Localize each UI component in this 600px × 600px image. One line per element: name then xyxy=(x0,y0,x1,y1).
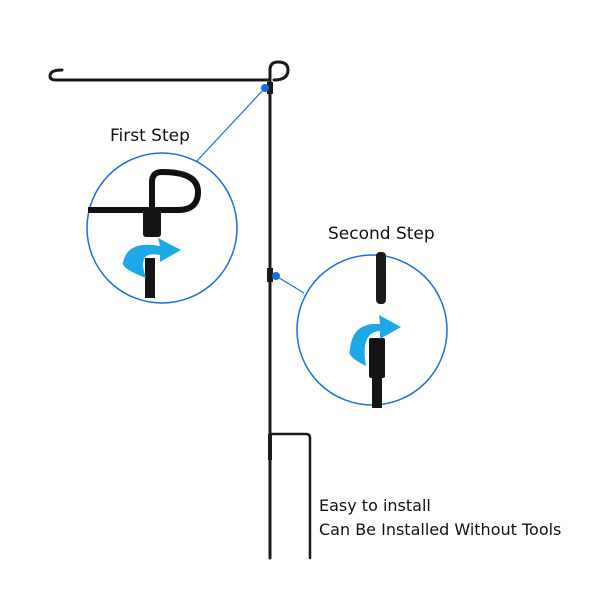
install-caption: Easy to install Can Be Installed Without… xyxy=(319,494,561,542)
first-step-label: First Step xyxy=(110,126,190,146)
second-step-label: Second Step xyxy=(328,224,435,244)
flag-pole-arm xyxy=(48,60,290,82)
first-step-callout xyxy=(86,84,269,304)
callout-line-second xyxy=(275,275,305,294)
caption-line-2: Can Be Installed Without Tools xyxy=(319,520,562,539)
caption-line-1: Easy to install xyxy=(319,496,431,515)
flag-pole-vertical xyxy=(267,78,273,560)
first-step-detail xyxy=(88,168,202,298)
ground-stake xyxy=(268,432,312,560)
second-step-callout xyxy=(272,252,448,408)
curved-arrow-icon xyxy=(349,315,401,366)
curved-arrow-icon xyxy=(122,238,181,278)
zoom-circle-first xyxy=(86,152,238,304)
second-step-detail xyxy=(369,252,386,408)
callout-line-first xyxy=(194,87,266,164)
